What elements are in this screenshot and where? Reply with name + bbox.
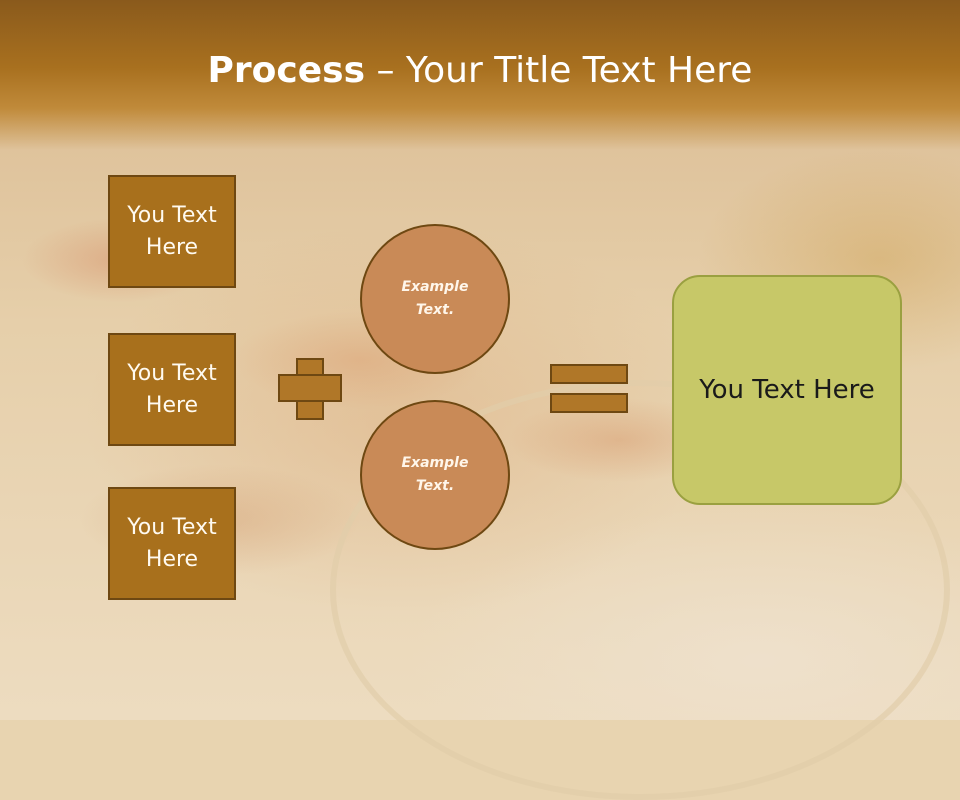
title-bar: Process – Your Title Text Here — [0, 0, 960, 150]
title-bold: Process — [207, 50, 366, 91]
equals-top-bar — [550, 364, 628, 384]
result-label: You Text Here — [699, 375, 875, 405]
example-circle-1: Example Text. — [360, 224, 510, 374]
text-box-label: You Text Here — [127, 202, 217, 260]
equals-bottom-bar — [550, 393, 628, 413]
plus-center — [298, 376, 322, 400]
example-circle-2: Example Text. — [360, 400, 510, 550]
text-box-3: You Text Here — [108, 487, 236, 600]
circle-label: Example Text. — [401, 279, 469, 318]
text-box-1: You Text Here — [108, 175, 236, 288]
slide-title: Process – Your Title Text Here — [0, 50, 960, 91]
text-box-label: You Text Here — [127, 514, 217, 572]
result-box: You Text Here — [672, 275, 902, 505]
circle-label: Example Text. — [401, 455, 469, 494]
text-box-label: You Text Here — [127, 360, 217, 418]
text-box-2: You Text Here — [108, 333, 236, 446]
title-rest: – Your Title Text Here — [365, 50, 753, 91]
